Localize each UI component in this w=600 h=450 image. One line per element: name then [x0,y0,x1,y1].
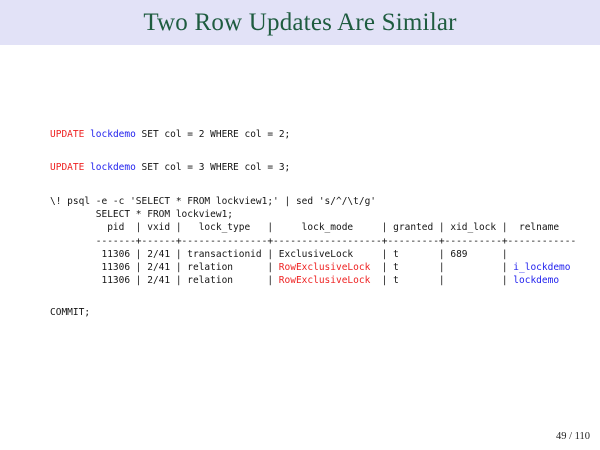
lock-table-header-row: pid | vxid | lock_type | lock_mode | gra… [50,221,559,234]
code-line-psql-command: \! psql -e -c 'SELECT * FROM lockview1;'… [50,195,376,208]
slide-title: Two Row Updates Are Similar [143,9,457,36]
code-line-update-2: UPDATE lockdemo SET col = 3 WHERE col = … [50,161,290,174]
sql-keyword-update: UPDATE [50,129,85,140]
lock-table-row-text: | t | | [370,275,514,286]
lock-table-row-text: 11306 | 2/41 | relation | [50,262,279,273]
sql-statement-rest: SET col = 2 WHERE col = 2; [135,129,291,140]
page-number: 49 / 110 [555,431,590,442]
lock-table-row-text: | t | | [370,262,514,273]
relname-i-lockdemo: i_lockdemo [513,262,571,273]
lock-table-separator-row: -------+------+---------------+---------… [50,235,576,248]
lock-table-row-relation-index: 11306 | 2/41 | relation | RowExclusiveLo… [50,261,571,274]
code-line-update-1: UPDATE lockdemo SET col = 2 WHERE col = … [50,128,290,141]
lock-table-row-text: 11306 | 2/41 | relation | [50,275,279,286]
shell-command: \! psql -e -c 'SELECT * FROM lockview1;'… [50,196,377,207]
code-line-select: SELECT * FROM lockview1; [50,208,233,221]
lock-table-separator: -------+------+---------------+---------… [50,236,577,247]
lock-table-row-text: 11306 | 2/41 | transactionid | Exclusive… [50,249,508,260]
sql-select-echo: SELECT * FROM lockview1; [50,209,234,220]
sql-keyword-update: UPDATE [50,162,85,173]
lock-table-row-relation-table: 11306 | 2/41 | relation | RowExclusiveLo… [50,274,559,287]
sql-keyword-commit: COMMIT; [50,307,91,318]
table-name-lockdemo: lockdemo [90,162,136,173]
code-line-commit: COMMIT; [50,306,90,319]
sql-statement-rest: SET col = 3 WHERE col = 3; [135,162,291,173]
lock-mode-rowexclusivelock: RowExclusiveLock [278,262,371,273]
lock-mode-rowexclusivelock: RowExclusiveLock [278,275,371,286]
lock-table-row-transactionid: 11306 | 2/41 | transactionid | Exclusive… [50,248,508,261]
lock-table-column-headers: pid | vxid | lock_type | lock_mode | gra… [50,222,560,233]
table-name-lockdemo: lockdemo [90,129,136,140]
title-bar: Two Row Updates Are Similar [0,0,600,45]
relname-lockdemo: lockdemo [513,275,560,286]
